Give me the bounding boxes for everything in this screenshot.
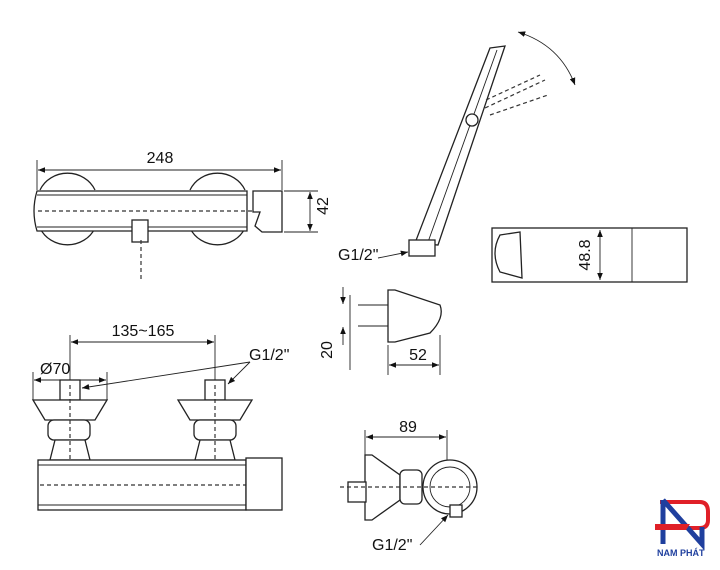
side-view: 89 G1/2" (340, 419, 480, 554)
dim-20: 20 (319, 341, 336, 359)
side-thread-label: G1/2" (372, 537, 412, 554)
dim-48-8: 48.8 (577, 239, 594, 270)
nam-phat-logo: NAM PHÁT (655, 498, 710, 558)
dim-diameter-70: Ø70 (40, 361, 70, 378)
dim-135-165: 135~165 (112, 323, 175, 340)
wall-bracket: 20 52 (319, 287, 442, 375)
dim-248: 248 (147, 150, 174, 167)
front-thread-label: G1/2" (249, 347, 289, 364)
hand-shower-thread-label: G1/2" (338, 247, 378, 264)
hand-shower: G1/2" (338, 31, 576, 264)
dim-89: 89 (399, 419, 417, 436)
holder-side-view: 48.8 (491, 227, 688, 283)
front-view: 135~165 Ø70 G1/2" (31, 323, 289, 511)
logo-text: NAM PHÁT (657, 548, 705, 558)
dim-52: 52 (409, 347, 427, 364)
dim-42: 42 (315, 197, 332, 215)
top-view: 248 42 (33, 150, 332, 280)
